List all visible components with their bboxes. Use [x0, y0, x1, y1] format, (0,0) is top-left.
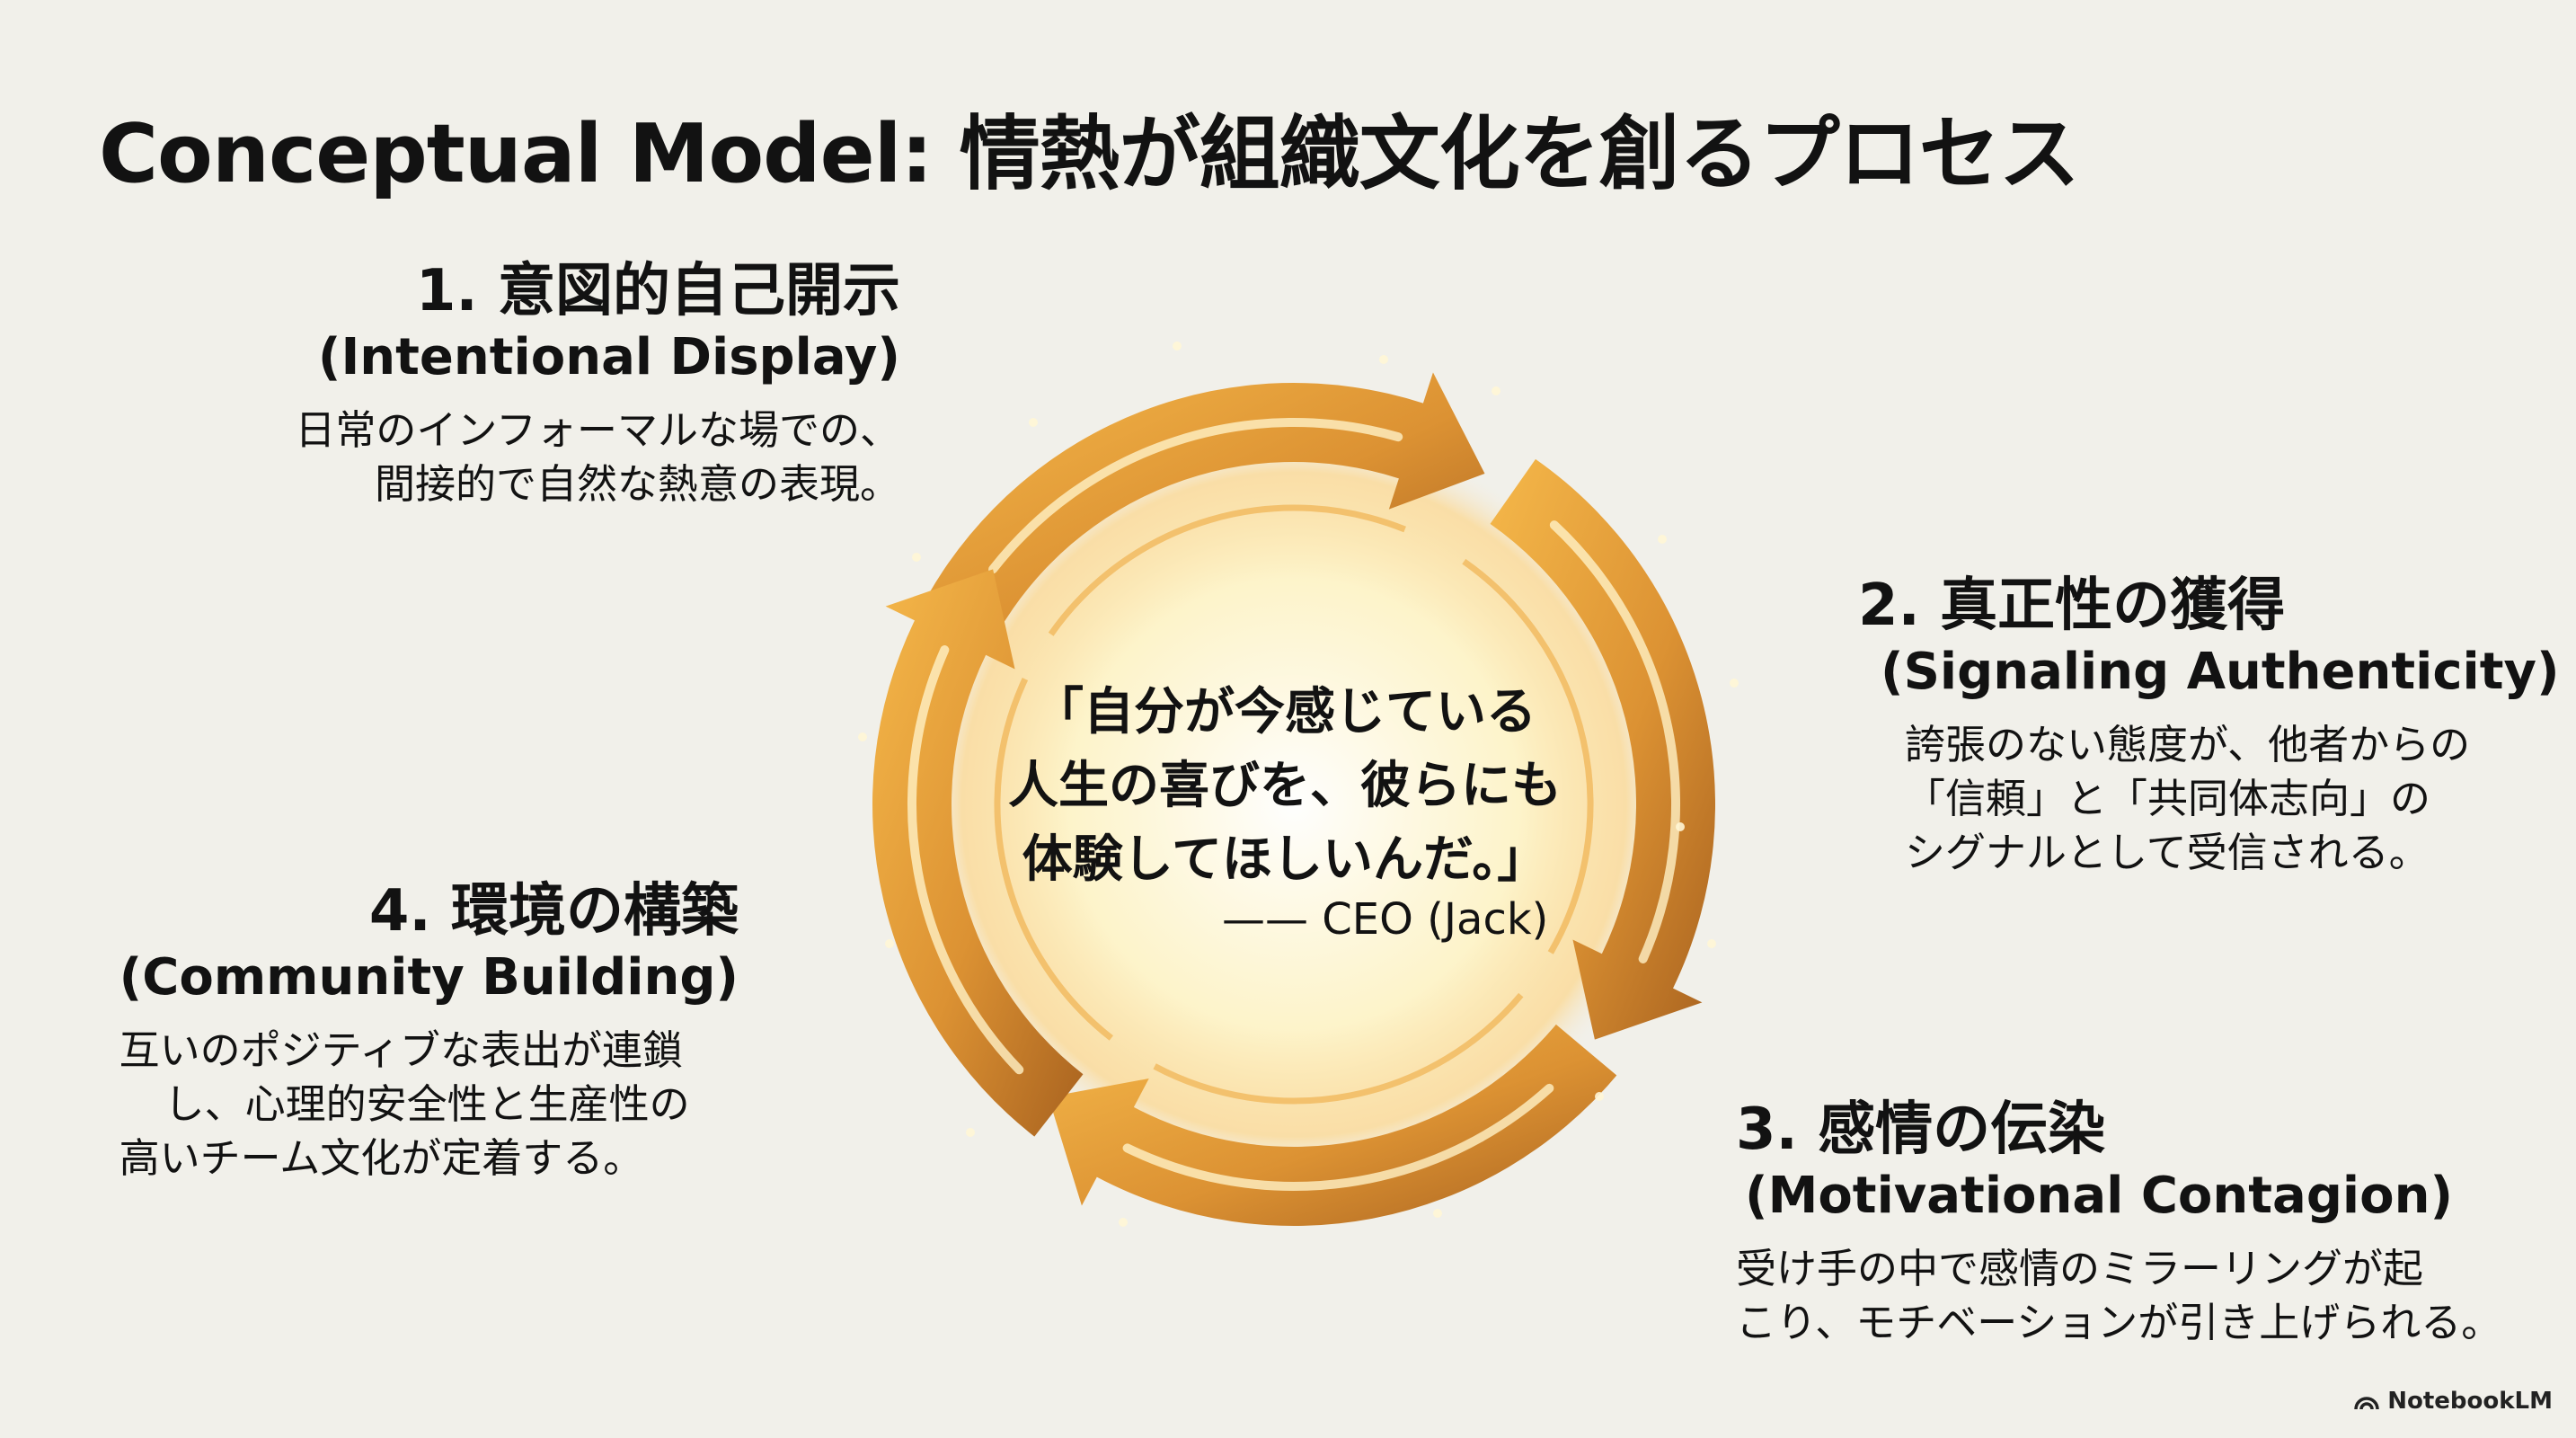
sparkle-dot — [1492, 386, 1500, 395]
step-3-desc-line: 受け手の中で感情のミラーリングが起 — [1736, 1245, 2424, 1292]
step-2-english: (Signaling Authenticity) — [1881, 643, 2560, 701]
sparkle-dot — [858, 732, 867, 741]
step-1-desc-line: 間接的で自然な熱意の表現。 — [374, 460, 900, 508]
cycle-arrow-4-highlight — [907, 645, 1024, 1075]
inner-ring-arc — [1462, 558, 1594, 954]
cycle-arrow-2-highlight — [1549, 520, 1680, 963]
step-1-desc-line: 日常のインフォーマルな場での、 — [295, 406, 900, 454]
quote-attribution: —— CEO (Jack) — [1222, 894, 1549, 945]
sparkle-dot — [1707, 939, 1716, 948]
step-2-desc-line: 「信頼」と「共同体志向」の — [1905, 775, 2431, 822]
step-4-english: (Community Building) — [119, 948, 739, 1007]
step-2: 2. 真正性の獲得 (Signaling Authenticity) 誇張のない… — [1858, 571, 2560, 880]
step-1-description: 日常のインフォーマルな場での、 間接的で自然な熱意の表現。 — [295, 404, 900, 511]
step-3-desc-line: こり、モチベーションが引き上げられる。 — [1736, 1299, 2502, 1346]
quote-line: 人生の喜びを、彼らにも — [1008, 757, 1562, 815]
step-3-description: 受け手の中で感情のミラーリングが起 こり、モチベーションが引き上げられる。 — [1736, 1242, 2501, 1350]
footer-brand: NotebookLM — [2353, 1388, 2553, 1415]
inner-ring-arc — [994, 678, 1113, 1041]
sparkle-dot — [1029, 418, 1038, 427]
step-4-heading: 4. 環境の構築 — [368, 878, 739, 945]
center-quote: 「自分が今感じている 人生の喜びを、彼らにも 体験してほしいんだ。」 — [970, 676, 1599, 897]
inner-ring-arc — [1153, 992, 1524, 1105]
page-title: Conceptual Model: 情熱が組織文化を創るプロセス — [99, 107, 2080, 201]
sparkle-dot — [885, 939, 894, 948]
step-4: 4. 環境の構築 (Community Building) 互いのポジティブな表… — [120, 876, 739, 1185]
center-glow — [916, 427, 1671, 1182]
sparkle-dot — [912, 553, 921, 562]
step-4-description: 互いのポジティブな表出が連鎖 し、心理的安全性と生産性の 高いチーム文化が定着す… — [120, 1024, 730, 1185]
step-4-desc-line: 互いのポジティブな表出が連鎖 — [119, 1026, 683, 1074]
quote-line: 「自分が今感じている — [1033, 683, 1536, 741]
step-4-desc-line: 高いチーム文化が定着する。 — [119, 1134, 644, 1182]
step-1-heading: 1. 意図的自己開示 — [415, 258, 900, 324]
notebooklm-logo-icon — [2354, 1397, 2379, 1410]
brand-name: NotebookLM — [2387, 1388, 2553, 1415]
step-1-english: (Intentional Display) — [317, 328, 900, 386]
step-3-english: (Motivational Contagion) — [1745, 1167, 2454, 1225]
step-3-heading: 3. 感情の伝染 — [1736, 1096, 2106, 1163]
step-2-heading: 2. 真正性の獲得 — [1858, 573, 2286, 639]
sparkle-dot — [1676, 822, 1685, 831]
sparkle-dot — [1595, 1092, 1604, 1101]
cycle-arrow-1-highlight — [988, 418, 1403, 574]
sparkle-dot — [1730, 679, 1739, 688]
sparkle-dot — [1658, 535, 1667, 544]
sparkle-dot — [1433, 1209, 1442, 1218]
sparkle-dot — [1119, 1218, 1128, 1227]
sparkle-dot — [966, 1128, 975, 1137]
step-3: 3. 感情の伝染 (Motivational Contagion) 受け手の中で… — [1736, 1095, 2501, 1350]
quote-line: 体験してほしいんだ。」 — [1022, 830, 1548, 889]
sparkle-dot — [1379, 355, 1388, 364]
cycle-arrow-1 — [928, 372, 1485, 634]
sparkle-dot — [1173, 342, 1182, 351]
step-2-description: 誇張のない態度が、他者からの 「信頼」と「共同体志向」の シグナルとして受信され… — [1905, 718, 2560, 880]
step-2-desc-line: 誇張のない態度が、他者からの — [1905, 721, 2471, 768]
step-1: 1. 意図的自己開示 (Intentional Display) 日常のインフォ… — [295, 256, 900, 511]
cycle-arrow-3-highlight — [1122, 1083, 1554, 1191]
step-2-desc-line: シグナルとして受信される。 — [1905, 829, 2430, 876]
inner-ring-arc — [1048, 504, 1406, 636]
step-4-desc-line: し、心理的安全性と生産性の — [164, 1080, 690, 1128]
cycle-arrow-2 — [1490, 458, 1716, 1040]
